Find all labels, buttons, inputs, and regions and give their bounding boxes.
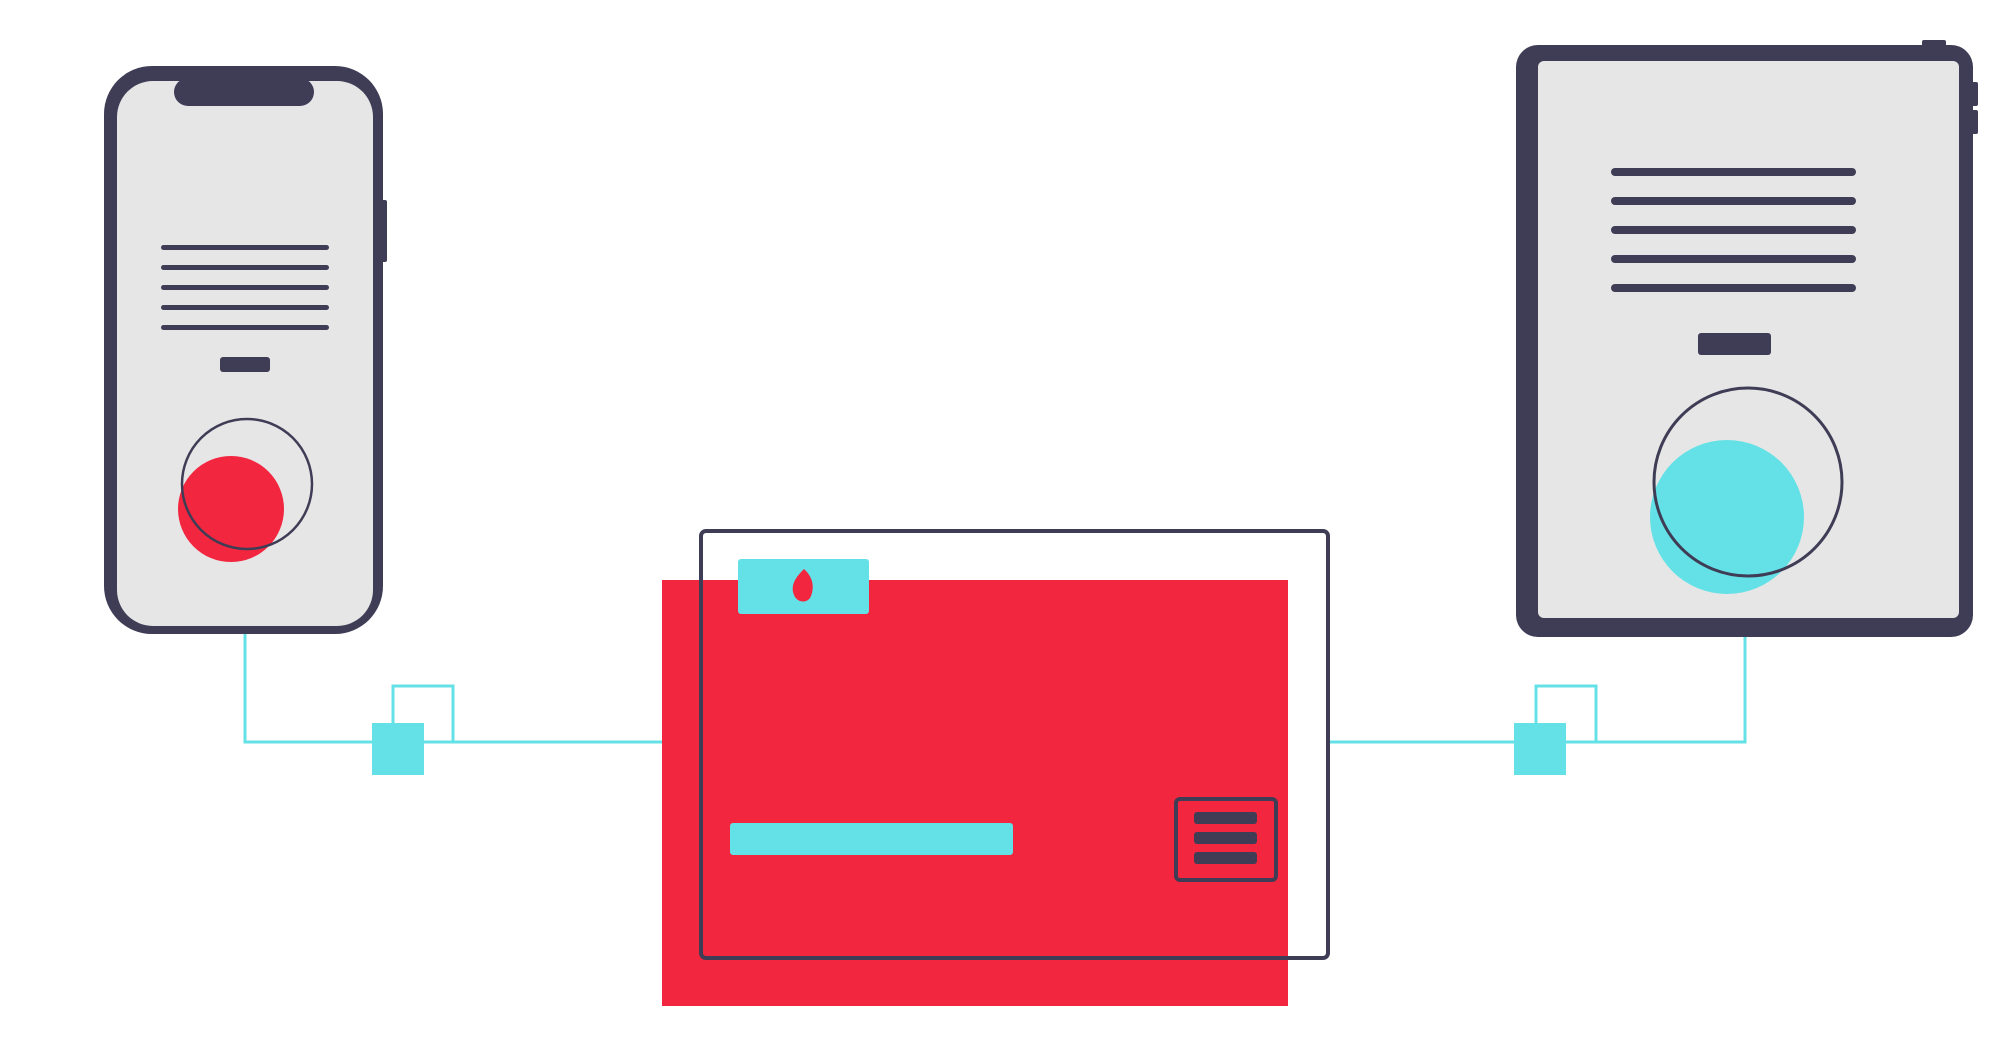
tablet-action-button [1698, 333, 1771, 355]
tablet-text-line [1611, 284, 1856, 292]
connector-left-node [372, 723, 424, 775]
tablet-text-line [1611, 255, 1856, 263]
phone-text-line [161, 245, 329, 250]
phone-text-line [161, 285, 329, 290]
flame-icon [792, 569, 813, 602]
card-outline [699, 529, 1330, 960]
tablet-text-line [1611, 168, 1856, 176]
tablet-ring-outline [1652, 386, 1844, 578]
connector-left-line [243, 634, 662, 744]
connector-right-node [1514, 723, 1566, 775]
phone-text-line [161, 305, 329, 310]
menu-lines-icon [1174, 797, 1278, 882]
card-menu-line [1194, 852, 1257, 864]
card-menu-line [1194, 832, 1257, 844]
phone-ring-outline [180, 417, 314, 551]
phone-text-lines [161, 245, 329, 330]
card-menu-line [1194, 812, 1257, 824]
smartphone-icon [104, 66, 387, 634]
card-menu-box [1174, 797, 1278, 882]
tablet-icon [1516, 40, 1978, 637]
phone-text-line [161, 325, 329, 330]
tablet-text-line [1611, 197, 1856, 205]
tablet-text-line [1611, 226, 1856, 234]
card-number-bar [730, 823, 1013, 855]
payment-card-icon [662, 529, 1330, 1006]
connector-left [243, 634, 662, 775]
card-red-panel [662, 580, 1288, 1006]
tablet-text-lines [1611, 168, 1856, 292]
connector-right-line [1327, 634, 1747, 744]
phone-red-accent-circle [178, 456, 284, 562]
connector-right [1327, 634, 1747, 775]
phone-notch [174, 78, 314, 106]
phone-action-button [220, 357, 270, 372]
phone-text-line [161, 265, 329, 270]
